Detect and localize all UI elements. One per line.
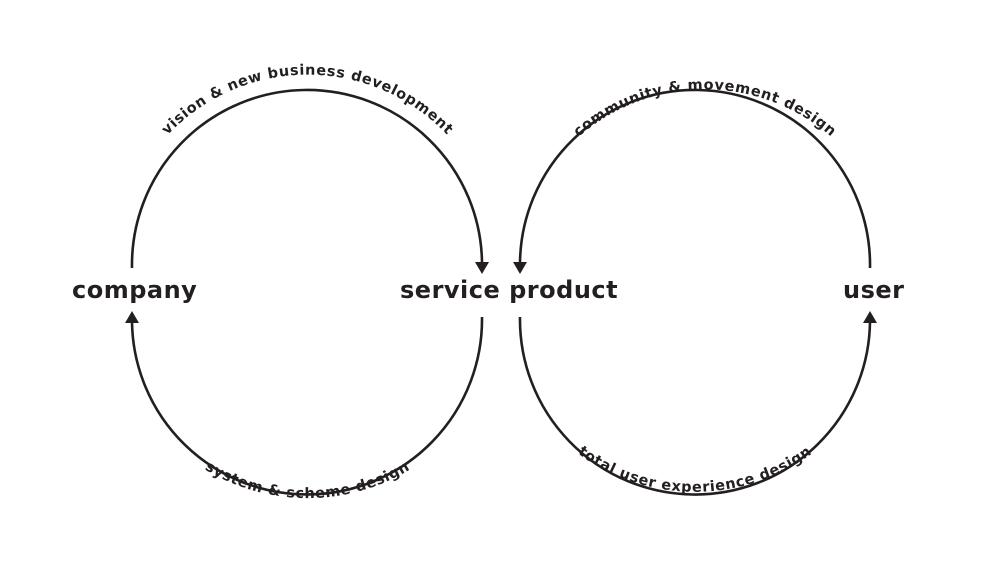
right-lower-arc	[518, 316, 872, 496]
right-bottom-arc-text: total user experience design	[575, 443, 814, 495]
left-lower-arc	[130, 316, 484, 496]
left-lower-arrowhead	[125, 311, 139, 323]
right-bottom-arc-label: total user experience design	[575, 443, 815, 495]
user-node-label: user	[843, 276, 905, 304]
left-top-arc-text: vision & new business development	[159, 63, 456, 138]
left-bottom-arc-text: system & scheme design	[202, 459, 412, 502]
company-node-label: company	[72, 276, 198, 304]
right-upper-arc	[518, 88, 872, 269]
left-bottom-arc-label: system & scheme design	[202, 459, 412, 502]
left-top-arc-label: vision & new business development	[159, 63, 456, 138]
service-product-node-label: service product	[400, 276, 619, 304]
right-top-arc-text: community & movement design	[571, 77, 839, 140]
left-upper-arrowhead	[475, 262, 489, 274]
right-lower-arrowhead	[863, 311, 877, 323]
right-upper-arrowhead	[513, 262, 527, 274]
right-top-arc-label: community & movement design	[571, 77, 840, 140]
left-upper-arc	[130, 88, 484, 269]
